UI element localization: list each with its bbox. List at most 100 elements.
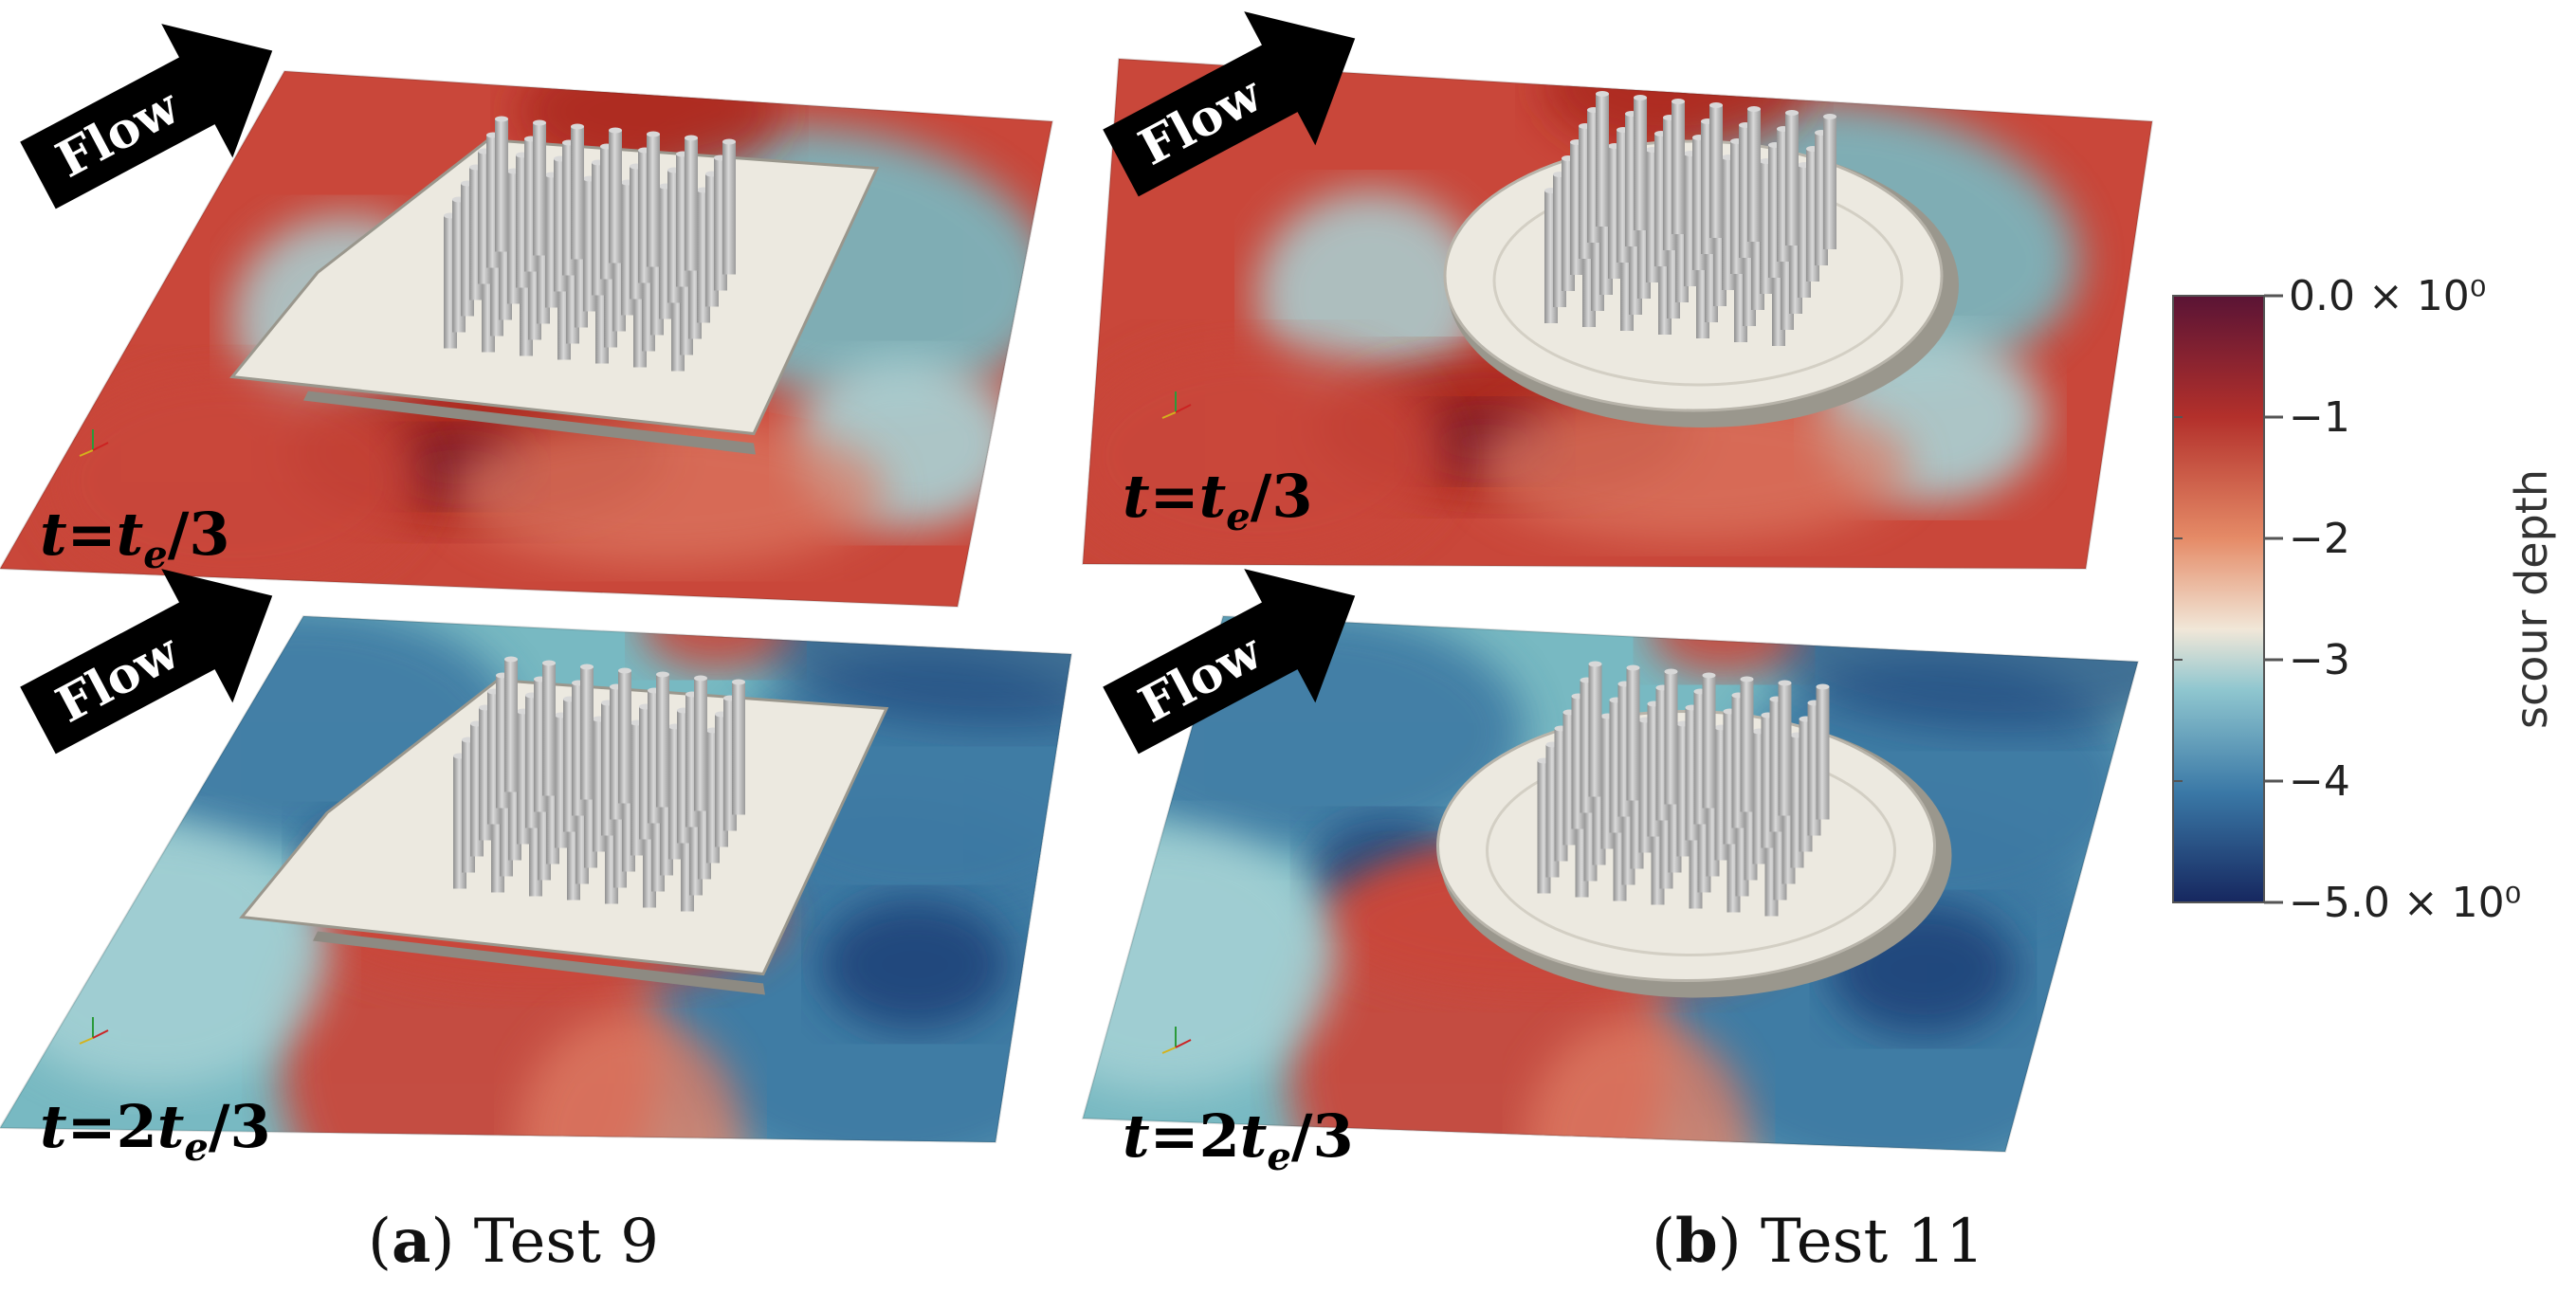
pile — [580, 666, 594, 800]
foundation-pad-edge — [313, 931, 765, 995]
time-frac: /3 — [1251, 462, 1313, 531]
pile-top — [1816, 683, 1830, 690]
colorbar-tick-label: −3 — [2289, 636, 2350, 684]
pile — [495, 118, 508, 252]
colorbar-ticks: 0.0 × 10⁰−1−2−3−4−5.0 × 10⁰ — [2173, 272, 2521, 927]
time-eq: = — [1150, 462, 1199, 531]
pile — [685, 137, 698, 271]
time-frac: /3 — [168, 500, 230, 569]
flow-arrow-shape — [1103, 11, 1356, 197]
time-var: t — [1199, 462, 1227, 531]
pile-top — [656, 671, 669, 678]
pile-top — [609, 127, 622, 134]
pile — [1778, 682, 1792, 816]
colorbar-gradient — [2172, 295, 2265, 903]
time-sub: e — [1226, 495, 1250, 539]
axes-triad — [1161, 391, 1192, 419]
scour-contour-region — [517, 1011, 744, 1142]
pile-group — [453, 656, 745, 912]
scour-contour-region — [1257, 191, 1485, 399]
time-eq: =2 — [67, 1092, 157, 1161]
pile — [694, 678, 707, 811]
pile — [647, 134, 660, 267]
pile-top — [571, 123, 584, 130]
time-sub: e — [184, 1125, 208, 1170]
pile — [1823, 117, 1836, 249]
pile — [1747, 109, 1761, 242]
pile-top — [1626, 664, 1640, 671]
colorbar-title: scour depth — [2506, 469, 2557, 729]
foundation-pad-edge — [303, 391, 756, 455]
scour-contour-region — [820, 898, 1010, 1031]
colorbar-tick-label: −4 — [2289, 757, 2350, 806]
time-eq: = — [67, 500, 117, 569]
pile-top — [1778, 680, 1792, 686]
pile — [1596, 94, 1609, 227]
axes-triad — [79, 429, 109, 457]
axes-triad — [79, 1017, 109, 1045]
time-label: t=2te/3 — [1123, 1101, 1354, 1179]
pile — [533, 122, 546, 256]
pile — [1626, 667, 1640, 801]
panels-group: Flowt=te/3Flowt=2te/3Flowt=te/3Flowt=2te… — [0, 11, 2154, 1179]
pile-top — [542, 660, 556, 666]
pile — [542, 663, 556, 796]
pile-top — [1588, 661, 1602, 667]
caption-a: (a) Test 9 — [368, 1206, 659, 1277]
pile — [1702, 675, 1716, 809]
pile-top — [694, 675, 707, 682]
scour-contour-region — [1475, 390, 1911, 541]
pile — [732, 682, 745, 815]
caption-a-letter: a — [391, 1206, 431, 1277]
caption-a-text: Test 9 — [473, 1207, 659, 1277]
colorbar-tick-label: −1 — [2289, 393, 2350, 442]
pile-group — [1544, 91, 1836, 346]
colorbar-tick-label: 0.0 × 10⁰ — [2289, 272, 2486, 320]
pile — [504, 659, 518, 792]
time-var: t — [1123, 462, 1150, 531]
scour-contour-region — [1083, 342, 1447, 569]
scour-contour-region — [1083, 827, 1336, 1093]
colorbar-tick-label: −2 — [2289, 515, 2350, 563]
pile-top — [504, 656, 518, 663]
time-var: t — [1123, 1101, 1150, 1171]
pile-group — [444, 116, 736, 372]
scour-contour-region — [43, 367, 422, 595]
pile-top — [1672, 99, 1685, 104]
time-label: t=te/3 — [1123, 462, 1312, 539]
pile-top — [1596, 91, 1609, 97]
pile — [618, 670, 631, 804]
time-eq: =2 — [1150, 1101, 1240, 1171]
time-var: t — [117, 500, 144, 569]
flow-arrow-shape — [20, 569, 273, 755]
pile-top — [1740, 676, 1754, 682]
time-sub: e — [1267, 1135, 1290, 1179]
time-var: t — [40, 500, 67, 569]
pile-top — [647, 131, 660, 137]
pile-group — [1537, 661, 1830, 917]
pile-top — [1664, 668, 1678, 675]
pile — [609, 130, 622, 264]
pile-top — [1785, 110, 1799, 116]
scour-contour-region — [450, 414, 886, 567]
pile — [722, 141, 736, 275]
caption-b: (b) Test 11 — [1652, 1206, 1984, 1277]
pile-top — [1634, 95, 1647, 100]
pile — [1709, 105, 1723, 238]
scour-contour-region — [1648, 616, 1800, 676]
pile — [1740, 679, 1754, 812]
colorbar: 0.0 × 10⁰−1−2−3−4−5.0 × 10⁰ scour depth — [2172, 272, 2557, 927]
scour-contour-region — [0, 822, 327, 1088]
time-label: t=te/3 — [40, 500, 229, 577]
pile — [1634, 98, 1647, 230]
caption-b-letter: b — [1674, 1206, 1718, 1277]
time-var: t — [1240, 1101, 1268, 1171]
pile-top — [732, 679, 745, 685]
pile-top — [685, 135, 698, 141]
flow-arrow-shape — [1103, 569, 1356, 755]
